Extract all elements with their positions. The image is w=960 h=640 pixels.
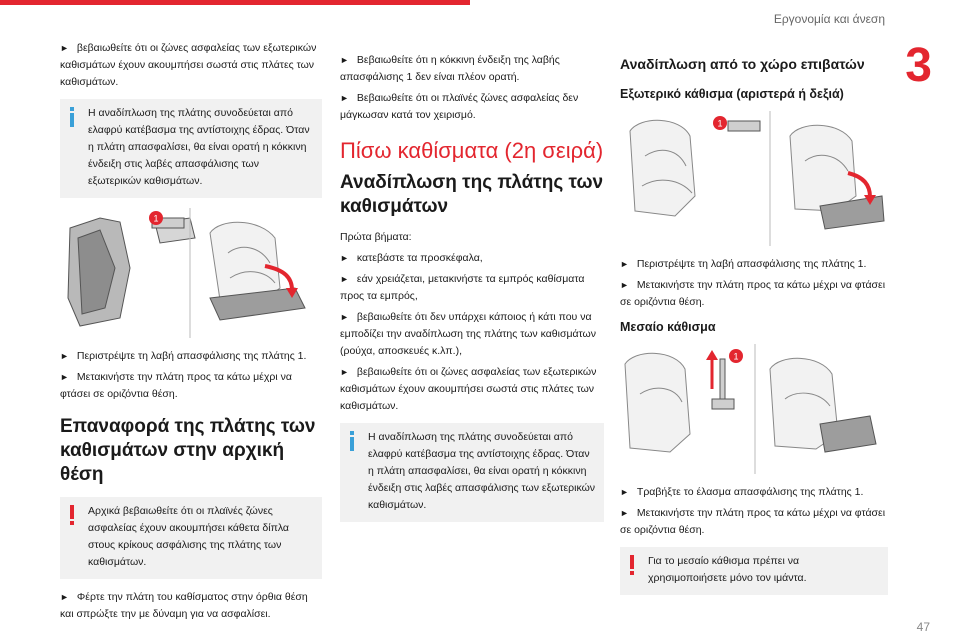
check-bullet-1: Βεβαιωθείτε ότι η κόκκινη ένδειξη της λα…	[340, 52, 604, 86]
step-3-text: Φέρτε την πλάτη του καθίσματος στην όρθι…	[60, 591, 308, 620]
step-2-text: Μετακινήστε την πλάτη προς τα κάτω μέχρι…	[60, 371, 292, 400]
check-text-1: Βεβαιωθείτε ότι η κόκκινη ένδειξη της λα…	[340, 54, 560, 83]
rear-seats-title: Πίσω καθίσματα (2η σειρά)	[340, 138, 604, 163]
info-icon	[350, 431, 354, 451]
section-heading: Επαναφορά της πλάτης των καθισμάτων στην…	[60, 416, 316, 485]
callout-marker	[149, 211, 163, 225]
callout-number: 1	[733, 352, 738, 362]
step-2: Μετακινήστε την πλάτη προς τα κάτω μέχρι…	[60, 369, 322, 403]
first-steps-label: Πρώτα βήματα:	[340, 231, 412, 243]
prep-step-4: βεβαιωθείτε ότι οι ζώνες ασφαλείας των ε…	[340, 364, 604, 415]
intro-bullet: βεβαιωθείτε ότι οι ζώνες ασφαλείας των ε…	[60, 40, 322, 91]
info-box-2: Η αναδίπλωση της πλάτης συνοδεύεται από …	[340, 423, 604, 522]
outer-seat-figure: 1	[620, 111, 888, 246]
outer-seat-subheading: Εξωτερικό κάθισμα (αριστερά ή δεξιά)	[620, 87, 844, 101]
prep-text-4: βεβαιωθείτε ότι οι ζώνες ασφαλείας των ε…	[340, 366, 597, 412]
chapter-number: 3	[905, 39, 932, 92]
step-3: Φέρτε την πλάτη του καθίσματος στην όρθι…	[60, 589, 322, 623]
prep-step-2: εάν χρειάζεται, μετακινήστε τα εμπρός κα…	[340, 271, 604, 305]
warning-box: Αρχικά βεβαιωθείτε ότι οι πλαϊνές ζώνες …	[60, 497, 322, 579]
callout-number: 1	[717, 119, 722, 129]
info-icon	[70, 107, 74, 127]
prep-text-1: κατεβάστε τα προσκέφαλα,	[356, 252, 483, 264]
callout-marker	[729, 349, 743, 363]
top-accent-bar	[0, 0, 470, 5]
seat-fold-figure: 1	[60, 208, 322, 338]
prep-step-3: βεβαιωθείτε ότι δεν υπάρχει κάποιος ή κά…	[340, 309, 604, 360]
warning-text: Αρχικά βεβαιωθείτε ότι οι πλαϊνές ζώνες …	[88, 505, 290, 568]
warning-icon	[630, 555, 634, 575]
outer-step-2-text: Μετακινήστε την πλάτη προς τα κάτω μέχρι…	[620, 279, 886, 308]
warning-box-2: Για το μεσαίο κάθισμα πρέπει να χρησιμοπ…	[620, 547, 888, 595]
warning-icon	[70, 505, 74, 525]
middle-step-1-text: Τραβήξτε το έλασμα απασφάλισης της πλάτη…	[636, 486, 864, 498]
fold-backrest-heading: Αναδίπλωση της πλάτης των καθισμάτων	[340, 172, 604, 217]
middle-step-2-text: Μετακινήστε την πλάτη προς τα κάτω μέχρι…	[620, 507, 886, 536]
check-text-2: Βεβαιωθείτε ότι οι πλαϊνές ζώνες ασφαλεί…	[340, 92, 579, 121]
step-1: Περιστρέψτε τη λαβή απασφάλισης της πλάτ…	[60, 348, 322, 365]
column-1: βεβαιωθείτε ότι οι ζώνες ασφαλείας των ε…	[60, 40, 322, 627]
info-text: Η αναδίπλωση της πλάτης συνοδεύεται από …	[88, 107, 310, 187]
middle-seat-figure: 1	[620, 344, 888, 474]
prep-text-3: βεβαιωθείτε ότι δεν υπάρχει κάποιος ή κά…	[340, 311, 597, 357]
check-bullet-2: Βεβαιωθείτε ότι οι πλαϊνές ζώνες ασφαλεί…	[340, 90, 604, 124]
middle-step-1: Τραβήξτε το έλασμα απασφάλισης της πλάτη…	[620, 484, 888, 501]
column-2: Βεβαιωθείτε ότι η κόκκινη ένδειξη της λα…	[340, 52, 604, 532]
outer-step-2: Μετακινήστε την πλάτη προς τα κάτω μέχρι…	[620, 277, 888, 311]
prep-text-2: εάν χρειάζεται, μετακινήστε τα εμπρός κα…	[340, 273, 585, 302]
section-header: Εργονομία και άνεση	[773, 12, 885, 26]
prep-step-1: κατεβάστε τα προσκέφαλα,	[340, 250, 604, 267]
outer-step-1: Περιστρέψτε τη λαβή απασφάλισης της πλάτ…	[620, 256, 888, 273]
column-3: Αναδίπλωση από το χώρο επιβατών Εξωτερικ…	[620, 52, 888, 605]
outer-step-1-text: Περιστρέψτε τη λαβή απασφάλισης της πλάτ…	[636, 258, 867, 270]
callout-number: 1	[153, 214, 158, 224]
page-number: 47	[916, 620, 930, 634]
info-text-2: Η αναδίπλωση της πλάτης συνοδεύεται από …	[368, 431, 596, 511]
passenger-fold-heading: Αναδίπλωση από το χώρο επιβατών	[620, 56, 865, 72]
middle-step-2: Μετακινήστε την πλάτη προς τα κάτω μέχρι…	[620, 505, 888, 539]
info-box: Η αναδίπλωση της πλάτης συνοδεύεται από …	[60, 99, 322, 198]
middle-seat-subheading: Μεσαίο κάθισμα	[620, 320, 716, 334]
intro-text: βεβαιωθείτε ότι οι ζώνες ασφαλείας των ε…	[60, 42, 317, 88]
warning-text-2: Για το μεσαίο κάθισμα πρέπει να χρησιμοπ…	[648, 555, 807, 584]
callout-marker	[713, 116, 727, 130]
step-1-text: Περιστρέψτε τη λαβή απασφάλισης της πλάτ…	[76, 350, 307, 362]
